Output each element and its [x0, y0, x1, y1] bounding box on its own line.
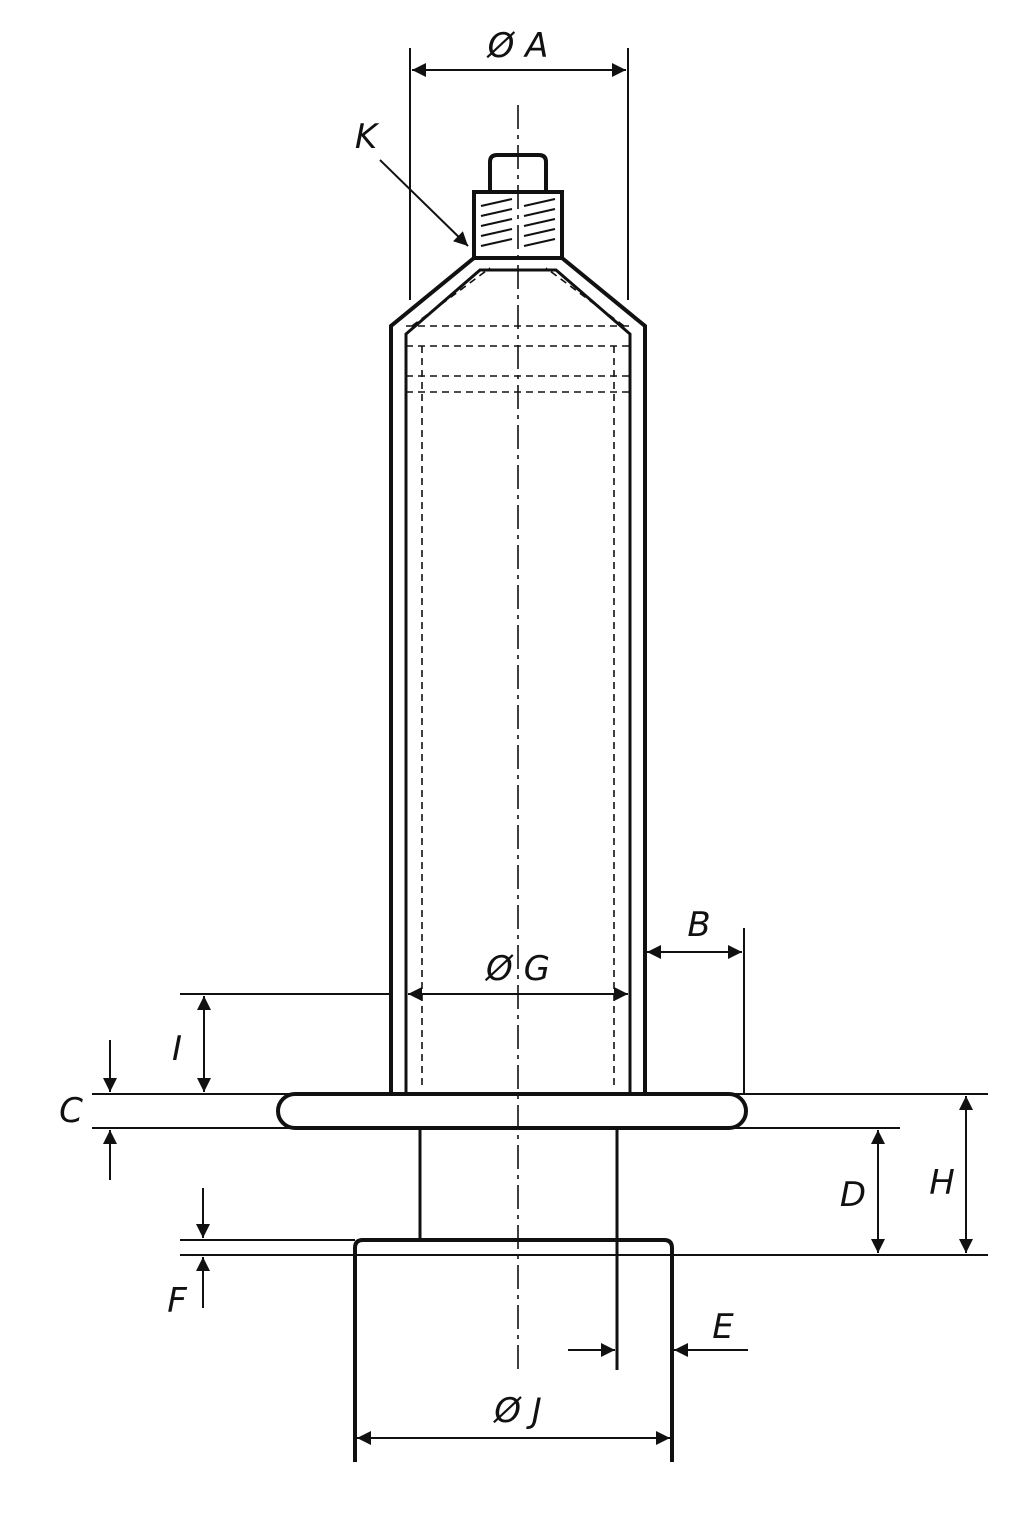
label-dia-g: Ø G	[484, 949, 550, 989]
label-dia-a: Ø A	[486, 26, 549, 66]
dimension-j: Ø J	[357, 1391, 670, 1445]
dimension-a: Ø A	[409, 26, 629, 300]
label-i: I	[172, 1029, 182, 1069]
leader-k: K	[355, 117, 469, 247]
dimension-e: E	[568, 1307, 748, 1357]
piston-stem	[418, 1128, 619, 1370]
dimension-h: H	[929, 1096, 973, 1253]
piston-base	[353, 1238, 674, 1462]
label-dia-j: Ø J	[492, 1391, 542, 1431]
barrel-outer-wall	[389, 256, 647, 1094]
label-d: D	[840, 1175, 866, 1215]
dimension-d: D	[840, 1130, 885, 1253]
label-f: F	[167, 1281, 187, 1321]
dimension-g: Ø G	[180, 949, 628, 1001]
dimension-c: C	[59, 1040, 117, 1180]
nozzle-tip	[488, 153, 548, 192]
flange-ring	[276, 1092, 748, 1130]
dimension-f: F	[167, 1188, 210, 1321]
label-c: C	[59, 1091, 83, 1131]
label-e: E	[712, 1307, 734, 1347]
barrel-inner-wall	[404, 268, 632, 1094]
label-b: B	[687, 905, 710, 945]
dimension-i: I	[172, 996, 211, 1092]
hidden-lines	[406, 267, 630, 1090]
dimension-b: B	[647, 905, 745, 1094]
label-h: H	[929, 1163, 955, 1203]
label-k: K	[355, 117, 380, 157]
